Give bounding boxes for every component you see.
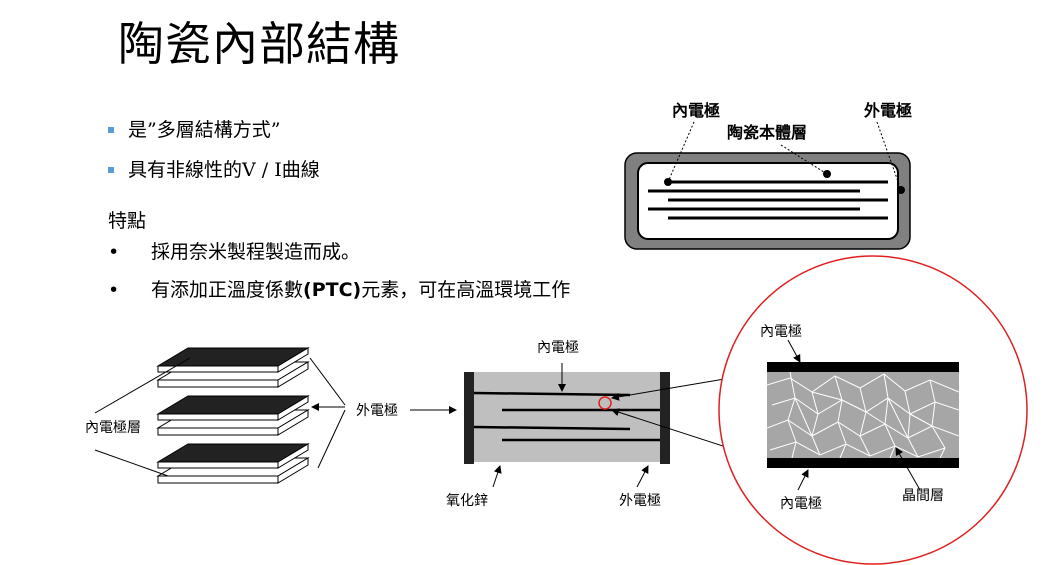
grain-boundaries [767,372,959,458]
features-list: •採用奈米製程製造而成。 •有添加正溫度係數(PTC)元素，可在高溫環境工作 [108,240,570,316]
zoom-top-electrode [767,362,959,372]
right-outer-electrode [660,372,670,464]
chip-inner-electrode-label: 內電極 [672,101,720,120]
feature-item: •有添加正溫度係數(PTC)元素，可在高溫環境工作 [108,279,571,301]
zoom-marker-circle [598,396,612,410]
zinc-oxide-body [470,372,665,462]
cross-outer-electrode-label: 外電極 [619,493,661,509]
stack-inner-layer-label: 內電極層 [85,420,141,436]
grain-layer-label: 晶間層 [902,488,944,504]
dot-bullet-icon: • [108,279,120,301]
cross-inner-electrode-label: 內電極 [537,340,579,356]
varistor-cross-section: 內電極 氧化鋅 外電極 [446,340,767,509]
chip-ceramic-body-label: 陶瓷本體層 [727,123,807,142]
bullet-list: 是”多層結構方式” 具有非線性的V / I曲線 [108,118,320,198]
layer-stack: 內電極層 外電極 [85,347,457,484]
zoom-top-electrode-label: 內電極 [760,324,802,340]
zoom-bottom-electrode [767,458,959,468]
bullet-item: 具有非線性的V / I曲線 [108,158,320,198]
bullet-item: 是”多層結構方式” [108,118,320,158]
square-bullet-icon [108,127,114,133]
square-bullet-icon [108,167,114,173]
dot-bullet-icon: • [108,241,120,263]
zinc-oxide-label: 氧化鋅 [446,493,488,509]
zoom-bottom-electrode-label: 內電極 [780,496,822,512]
chip-outer-electrode-label: 外電極 [863,101,912,120]
page-title: 陶瓷內部結構 [118,17,400,71]
features-heading: 特點 [108,210,147,232]
left-outer-electrode [464,372,474,464]
stack-outer-electrode-label: 外電極 [356,403,398,419]
feature-item: •採用奈米製程製造而成。 [108,241,361,263]
grain-zoom-view: 內電極 內電極 晶間層 [718,255,1028,565]
chip-cross-section: 內電極 外電極 陶瓷本體層 [624,101,912,250]
grain-region [767,372,959,458]
chip-electrode-lines [648,180,888,220]
